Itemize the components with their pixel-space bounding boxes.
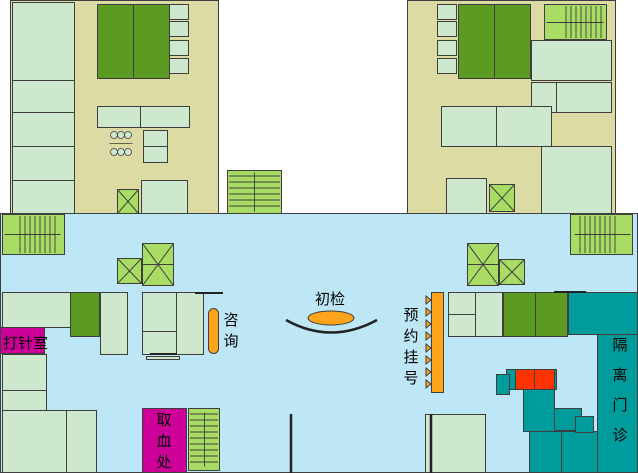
stairs — [188, 408, 220, 471]
room — [142, 292, 204, 355]
room — [66, 410, 97, 473]
room — [2, 410, 67, 473]
isolation-clinic-label: 隔离门诊 — [612, 336, 628, 444]
registration-counter — [431, 292, 444, 393]
initial-check-desk — [307, 310, 355, 326]
initial-check-label: 初检 — [315, 290, 346, 308]
injection-room-label: 打针室 — [3, 334, 49, 352]
room — [97, 106, 190, 128]
blood-collection-room — [142, 408, 187, 473]
initial-check-barrier — [285, 318, 378, 334]
blood-collection-label: 取血处 — [156, 411, 172, 471]
registration-counter-teeth — [425, 294, 432, 390]
room — [2, 354, 47, 411]
room — [12, 2, 75, 214]
seats — [109, 131, 133, 156]
room — [425, 414, 486, 473]
room — [70, 292, 100, 337]
isolation-room — [597, 334, 638, 473]
stairs — [544, 4, 607, 40]
isolation-room — [534, 369, 555, 390]
consultation-label: 咨询 — [223, 311, 239, 350]
registration-label: 预约挂号 — [403, 306, 419, 387]
consultation-desk — [208, 308, 219, 354]
isolation-room — [515, 369, 535, 390]
room — [100, 292, 128, 355]
room — [568, 292, 638, 335]
room — [2, 292, 71, 328]
injection-room — [0, 327, 45, 354]
